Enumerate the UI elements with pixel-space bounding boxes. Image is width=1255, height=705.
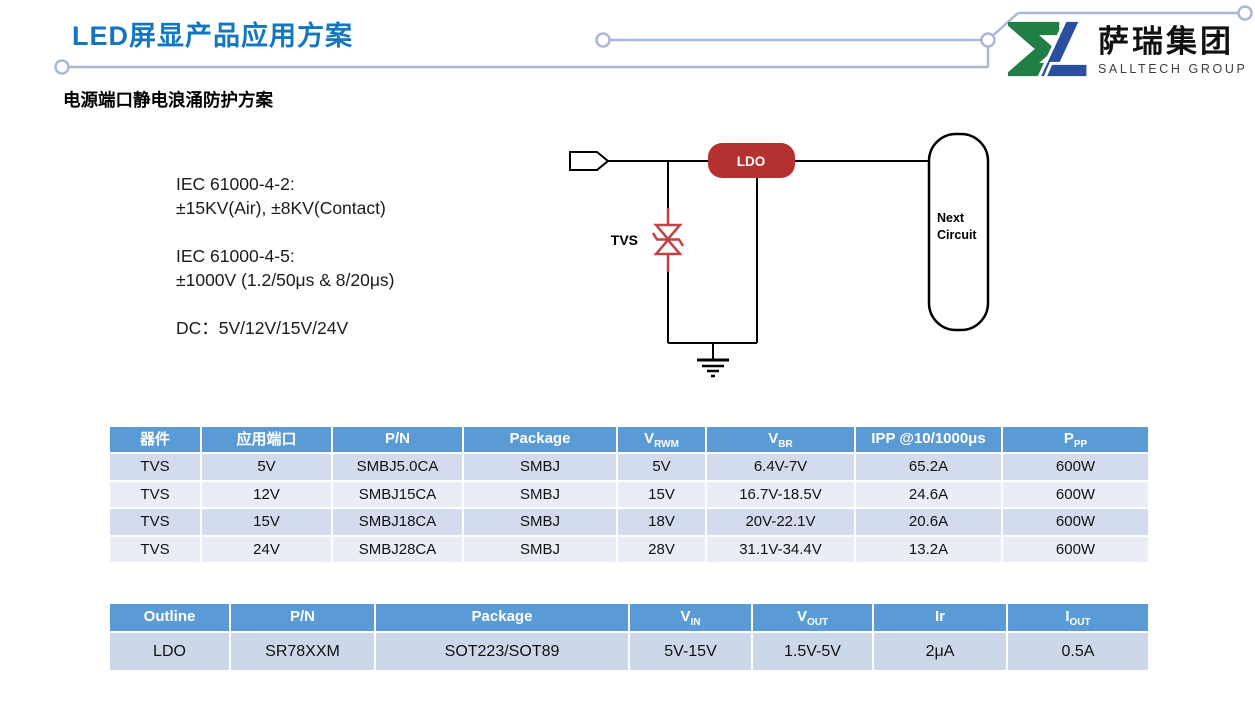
cell: SMBJ <box>462 507 618 537</box>
cell: SMBJ <box>462 479 618 509</box>
cell: 24V <box>200 534 333 564</box>
cell: SMBJ15CA <box>331 479 464 509</box>
col-header-package: Package <box>462 425 618 454</box>
cell: TVS <box>108 452 202 482</box>
cell: 600W <box>1001 479 1150 509</box>
cell: 13.2A <box>854 534 1003 564</box>
tvs-label: TVS <box>611 232 638 248</box>
cell: 18V <box>616 507 707 537</box>
col-header-iout: IOUT <box>1006 602 1150 633</box>
cell: SMBJ28CA <box>331 534 464 564</box>
spec-line: DC：5V/12V/15V/24V <box>176 318 349 338</box>
cell: 600W <box>1001 507 1150 537</box>
cell: 5V-15V <box>628 631 753 672</box>
table-row: TVS 5V SMBJ5.0CA SMBJ 5V 6.4V-7V 65.2A 6… <box>108 452 1150 482</box>
company-logo: 萨瑞集团 SALLTECH GROUP <box>1008 18 1247 80</box>
cell: 20.6A <box>854 507 1003 537</box>
col-header-device: 器件 <box>108 425 202 454</box>
col-header-pn: P/N <box>331 425 464 454</box>
cell: TVS <box>108 534 202 564</box>
spec-line: ±15KV(Air), ±8KV(Contact) <box>176 198 386 218</box>
next-circuit-label-line2: Circuit <box>937 228 977 242</box>
table-header-row: 器件 应用端口 P/N Package VRWM VBR IPP @10/100… <box>108 425 1150 454</box>
cell: 2μA <box>872 631 1008 672</box>
cell: SMBJ5.0CA <box>331 452 464 482</box>
col-header-vout: VOUT <box>751 602 874 633</box>
spec-line: IEC 61000-4-2: <box>176 174 295 194</box>
cell: 5V <box>200 452 333 482</box>
col-header-vin: VIN <box>628 602 753 633</box>
cell: 15V <box>616 479 707 509</box>
table-header-row: Outline P/N Package VIN VOUT Ir IOUT <box>108 602 1150 633</box>
cell: TVS <box>108 507 202 537</box>
next-circuit-block <box>927 132 990 332</box>
cell: SMBJ <box>462 534 618 564</box>
ldo-block <box>708 143 795 178</box>
protection-circuit-diagram: TVS LDO Next Circuit <box>569 132 990 378</box>
input-connector-icon <box>569 151 610 171</box>
cell: SMBJ <box>462 452 618 482</box>
ldo-label: LDO <box>737 154 766 169</box>
cell: 15V <box>200 507 333 537</box>
table-row: TVS 15V SMBJ18CA SMBJ 18V 20V-22.1V 20.6… <box>108 507 1150 537</box>
ground-icon <box>697 358 729 378</box>
spec-line: IEC 61000-4-5: <box>176 246 295 266</box>
col-header-vrwm: VRWM <box>616 425 707 454</box>
section-subtitle: 电源端口静电浪涌防护方案 <box>63 90 273 110</box>
cell: TVS <box>108 479 202 509</box>
cell: 600W <box>1001 534 1150 564</box>
cell: 1.5V-5V <box>751 631 874 672</box>
cell: LDO <box>108 631 231 672</box>
col-header-vbr: VBR <box>705 425 856 454</box>
logo-text-en: SALLTECH GROUP <box>1098 62 1248 76</box>
ldo-parameters-table: Outline P/N Package VIN VOUT Ir IOUT LDO… <box>108 602 1150 672</box>
cell: SMBJ18CA <box>331 507 464 537</box>
cell: 24.6A <box>854 479 1003 509</box>
col-header-pn: P/N <box>229 602 376 633</box>
table-row: TVS 24V SMBJ28CA SMBJ 28V 31.1V-34.4V 13… <box>108 534 1150 564</box>
cell: 12V <box>200 479 333 509</box>
circuit-trace-decoration <box>54 5 1253 75</box>
cell: 31.1V-34.4V <box>705 534 856 564</box>
cell: SR78XXM <box>229 631 376 672</box>
page-title: LED屏显产品应用方案 <box>72 21 353 51</box>
cell: 0.5A <box>1006 631 1150 672</box>
cell: 28V <box>616 534 707 564</box>
table-row: LDO SR78XXM SOT223/SOT89 5V-15V 1.5V-5V … <box>108 631 1150 672</box>
cell: 6.4V-7V <box>705 452 856 482</box>
col-header-package: Package <box>374 602 630 633</box>
col-header-ppp: PPP <box>1001 425 1150 454</box>
cell: 5V <box>616 452 707 482</box>
col-header-ir: Ir <box>872 602 1008 633</box>
tvs-parameters-table: 器件 应用端口 P/N Package VRWM VBR IPP @10/100… <box>108 425 1150 564</box>
cell: 600W <box>1001 452 1150 482</box>
cell: 20V-22.1V <box>705 507 856 537</box>
salltech-logo-icon <box>1008 18 1090 80</box>
table-row: TVS 12V SMBJ15CA SMBJ 15V 16.7V-18.5V 24… <box>108 479 1150 509</box>
col-header-port: 应用端口 <box>200 425 333 454</box>
cell: 65.2A <box>854 452 1003 482</box>
cell: SOT223/SOT89 <box>374 631 630 672</box>
tvs-diode-icon <box>651 208 685 272</box>
logo-text-cn: 萨瑞集团 <box>1098 24 1234 59</box>
next-circuit-label-line1: Next <box>937 211 965 225</box>
col-header-ipp: IPP @10/1000μs <box>854 425 1003 454</box>
cell: 16.7V-18.5V <box>705 479 856 509</box>
spec-line: ±1000V (1.2/50μs & 8/20μs) <box>176 270 395 290</box>
spec-text-block: IEC 61000-4-2: ±15KV(Air), ±8KV(Contact)… <box>176 172 395 364</box>
col-header-outline: Outline <box>108 602 231 633</box>
